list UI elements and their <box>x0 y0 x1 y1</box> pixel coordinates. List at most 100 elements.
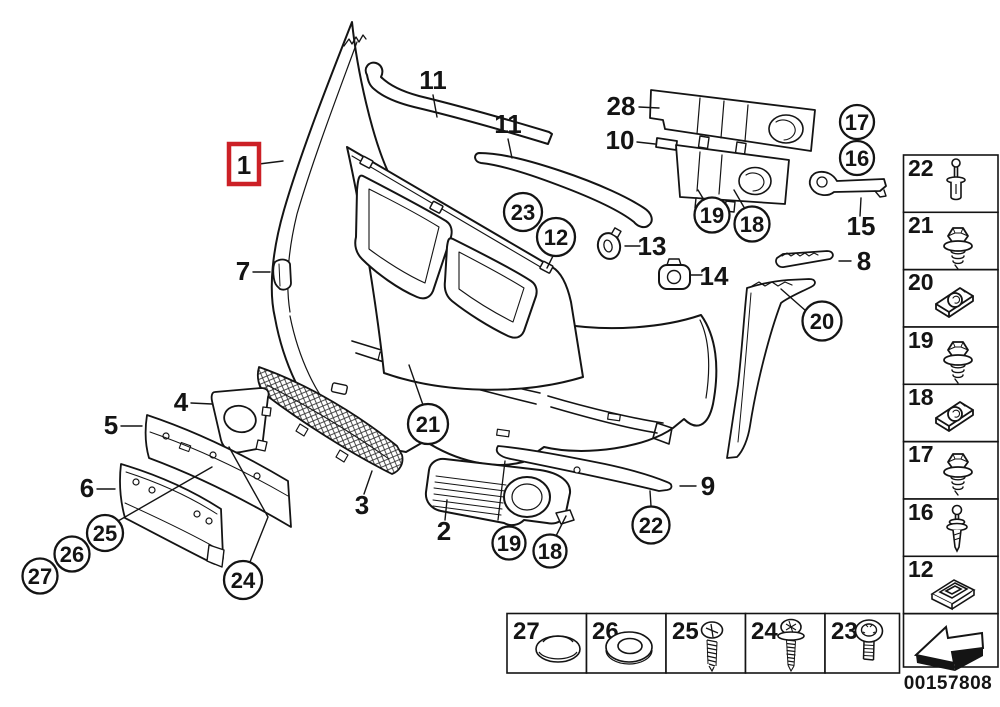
fastener-cell-20[interactable]: 20 <box>902 268 999 328</box>
fastener-cell-25[interactable]: 25 <box>665 612 747 674</box>
continue-arrow-icon <box>913 625 985 671</box>
callout-6[interactable]: 6 <box>80 473 94 503</box>
svg-text:20: 20 <box>810 309 834 334</box>
svg-text:16: 16 <box>845 146 869 171</box>
callout-11-lower[interactable]: 11 <box>494 109 522 139</box>
callout-3[interactable]: 3 <box>355 490 369 520</box>
svg-text:23: 23 <box>511 200 535 225</box>
kidney-grille-panel-drawing <box>346 146 584 391</box>
lower-strip-9-drawing <box>495 445 673 492</box>
callout-18-bottom-bubble[interactable]: 18 <box>532 533 568 569</box>
svg-text:19: 19 <box>497 531 521 556</box>
callout-2[interactable]: 2 <box>437 516 451 546</box>
svg-text:24: 24 <box>751 618 778 645</box>
callout-7[interactable]: 7 <box>236 256 250 286</box>
svg-text:18: 18 <box>740 212 764 237</box>
fastener-cell-21[interactable]: 21 <box>902 211 999 271</box>
callout-13[interactable]: 13 <box>638 231 667 261</box>
bracket-15-drawing <box>808 170 887 198</box>
callout-23-bubble[interactable]: 23 <box>502 191 544 233</box>
svg-text:19: 19 <box>908 327 934 353</box>
callout-22-bubble[interactable]: 22 <box>631 505 671 545</box>
svg-text:12: 12 <box>544 225 568 250</box>
seal-strip-11-lower-drawing <box>474 152 653 229</box>
grommet-ring-icon <box>605 631 653 665</box>
callout-1-label: 1 <box>237 150 251 180</box>
svg-text:19: 19 <box>700 203 724 228</box>
callout-21-bubble[interactable]: 21 <box>406 402 450 446</box>
expansion-rivet-icon <box>946 158 966 201</box>
fastener-cell-12[interactable]: 12 <box>902 555 999 615</box>
headlight-bracket-10-drawing <box>655 137 790 213</box>
washer-screw-icon <box>777 618 805 673</box>
square-nut-icon <box>930 579 976 611</box>
callout-8[interactable]: 8 <box>857 246 871 276</box>
callout-26-bubble[interactable]: 26 <box>53 535 91 573</box>
trim-strip-8-drawing <box>775 250 834 268</box>
callout-19-bottom-bubble[interactable]: 19 <box>491 525 527 561</box>
svg-text:17: 17 <box>845 110 869 135</box>
svg-text:16: 16 <box>908 499 934 525</box>
callout-9[interactable]: 9 <box>701 471 715 501</box>
leader-lines <box>96 94 862 563</box>
clip-13-drawing <box>596 227 622 260</box>
center-grille-3-drawing <box>256 366 404 475</box>
phillips-screw-icon <box>700 621 724 673</box>
callout-12-bubble[interactable]: 12 <box>535 216 577 258</box>
svg-text:22: 22 <box>639 513 663 538</box>
svg-text:25: 25 <box>93 521 117 546</box>
callout-4[interactable]: 4 <box>174 387 189 417</box>
fastener-cell-26[interactable]: 26 <box>585 612 667 674</box>
fastener-cell-19[interactable]: 19 <box>902 326 999 386</box>
callout-17-bubble[interactable]: 17 <box>838 103 876 141</box>
callout-1-highlighted[interactable]: 1 <box>226 141 262 187</box>
callout-28[interactable]: 28 <box>607 91 636 121</box>
svg-text:17: 17 <box>908 441 934 467</box>
callout-18-top-bubble[interactable]: 18 <box>733 205 771 243</box>
svg-text:22: 22 <box>908 155 934 181</box>
grommet-14-drawing <box>658 258 691 290</box>
seal-strip-11-upper-drawing <box>364 61 553 145</box>
tow-hook-cap-7-drawing <box>272 258 292 291</box>
callout-20-bubble[interactable]: 20 <box>801 300 843 342</box>
fastener-cell-23[interactable]: 23 <box>824 612 901 674</box>
svg-text:20: 20 <box>908 269 934 295</box>
svg-text:12: 12 <box>908 556 934 582</box>
plate-support-5-drawing <box>144 414 292 528</box>
svg-text:27: 27 <box>513 618 540 645</box>
arch-trim-20-drawing <box>726 278 816 459</box>
svg-text:21: 21 <box>908 212 934 238</box>
fastener-cell-16[interactable]: 16 <box>902 498 999 558</box>
svg-text:18: 18 <box>538 539 562 564</box>
fastener-cell-24[interactable]: 24 <box>744 612 826 674</box>
continue-arrow-cell[interactable] <box>902 612 999 671</box>
callout-19-top-bubble[interactable]: 19 <box>693 196 731 234</box>
plate-base-6-drawing <box>119 463 225 568</box>
svg-text:24: 24 <box>231 568 256 593</box>
support-bracket-4-drawing <box>210 387 272 454</box>
document-number: 00157808 <box>904 673 993 694</box>
callout-14[interactable]: 14 <box>700 261 729 291</box>
svg-text:23: 23 <box>831 618 858 645</box>
fastener-cell-22[interactable]: 22 <box>902 154 999 214</box>
svg-text:26: 26 <box>60 542 84 567</box>
callout-16-bubble[interactable]: 16 <box>838 139 876 177</box>
fog-grille-2-drawing <box>424 457 575 527</box>
torx-screw-icon <box>854 619 884 661</box>
callout-24-bubble[interactable]: 24 <box>222 559 264 601</box>
svg-text:18: 18 <box>908 384 934 410</box>
fastener-cell-27[interactable]: 27 <box>506 612 588 674</box>
fastener-cell-18[interactable]: 18 <box>902 383 999 443</box>
callout-5[interactable]: 5 <box>104 410 118 440</box>
callout-11-upper[interactable]: 11 <box>419 65 447 95</box>
fastener-cell-17[interactable]: 17 <box>902 440 999 500</box>
svg-text:27: 27 <box>28 564 52 589</box>
callout-27-bubble[interactable]: 27 <box>21 557 59 595</box>
cap-plug-icon <box>535 635 581 663</box>
callout-15[interactable]: 15 <box>847 211 876 241</box>
callout-25-bubble[interactable]: 25 <box>85 513 125 553</box>
ball-pin-rivet-icon <box>946 504 968 553</box>
headlight-bracket-28-drawing <box>649 89 816 156</box>
callout-10[interactable]: 10 <box>606 125 635 155</box>
